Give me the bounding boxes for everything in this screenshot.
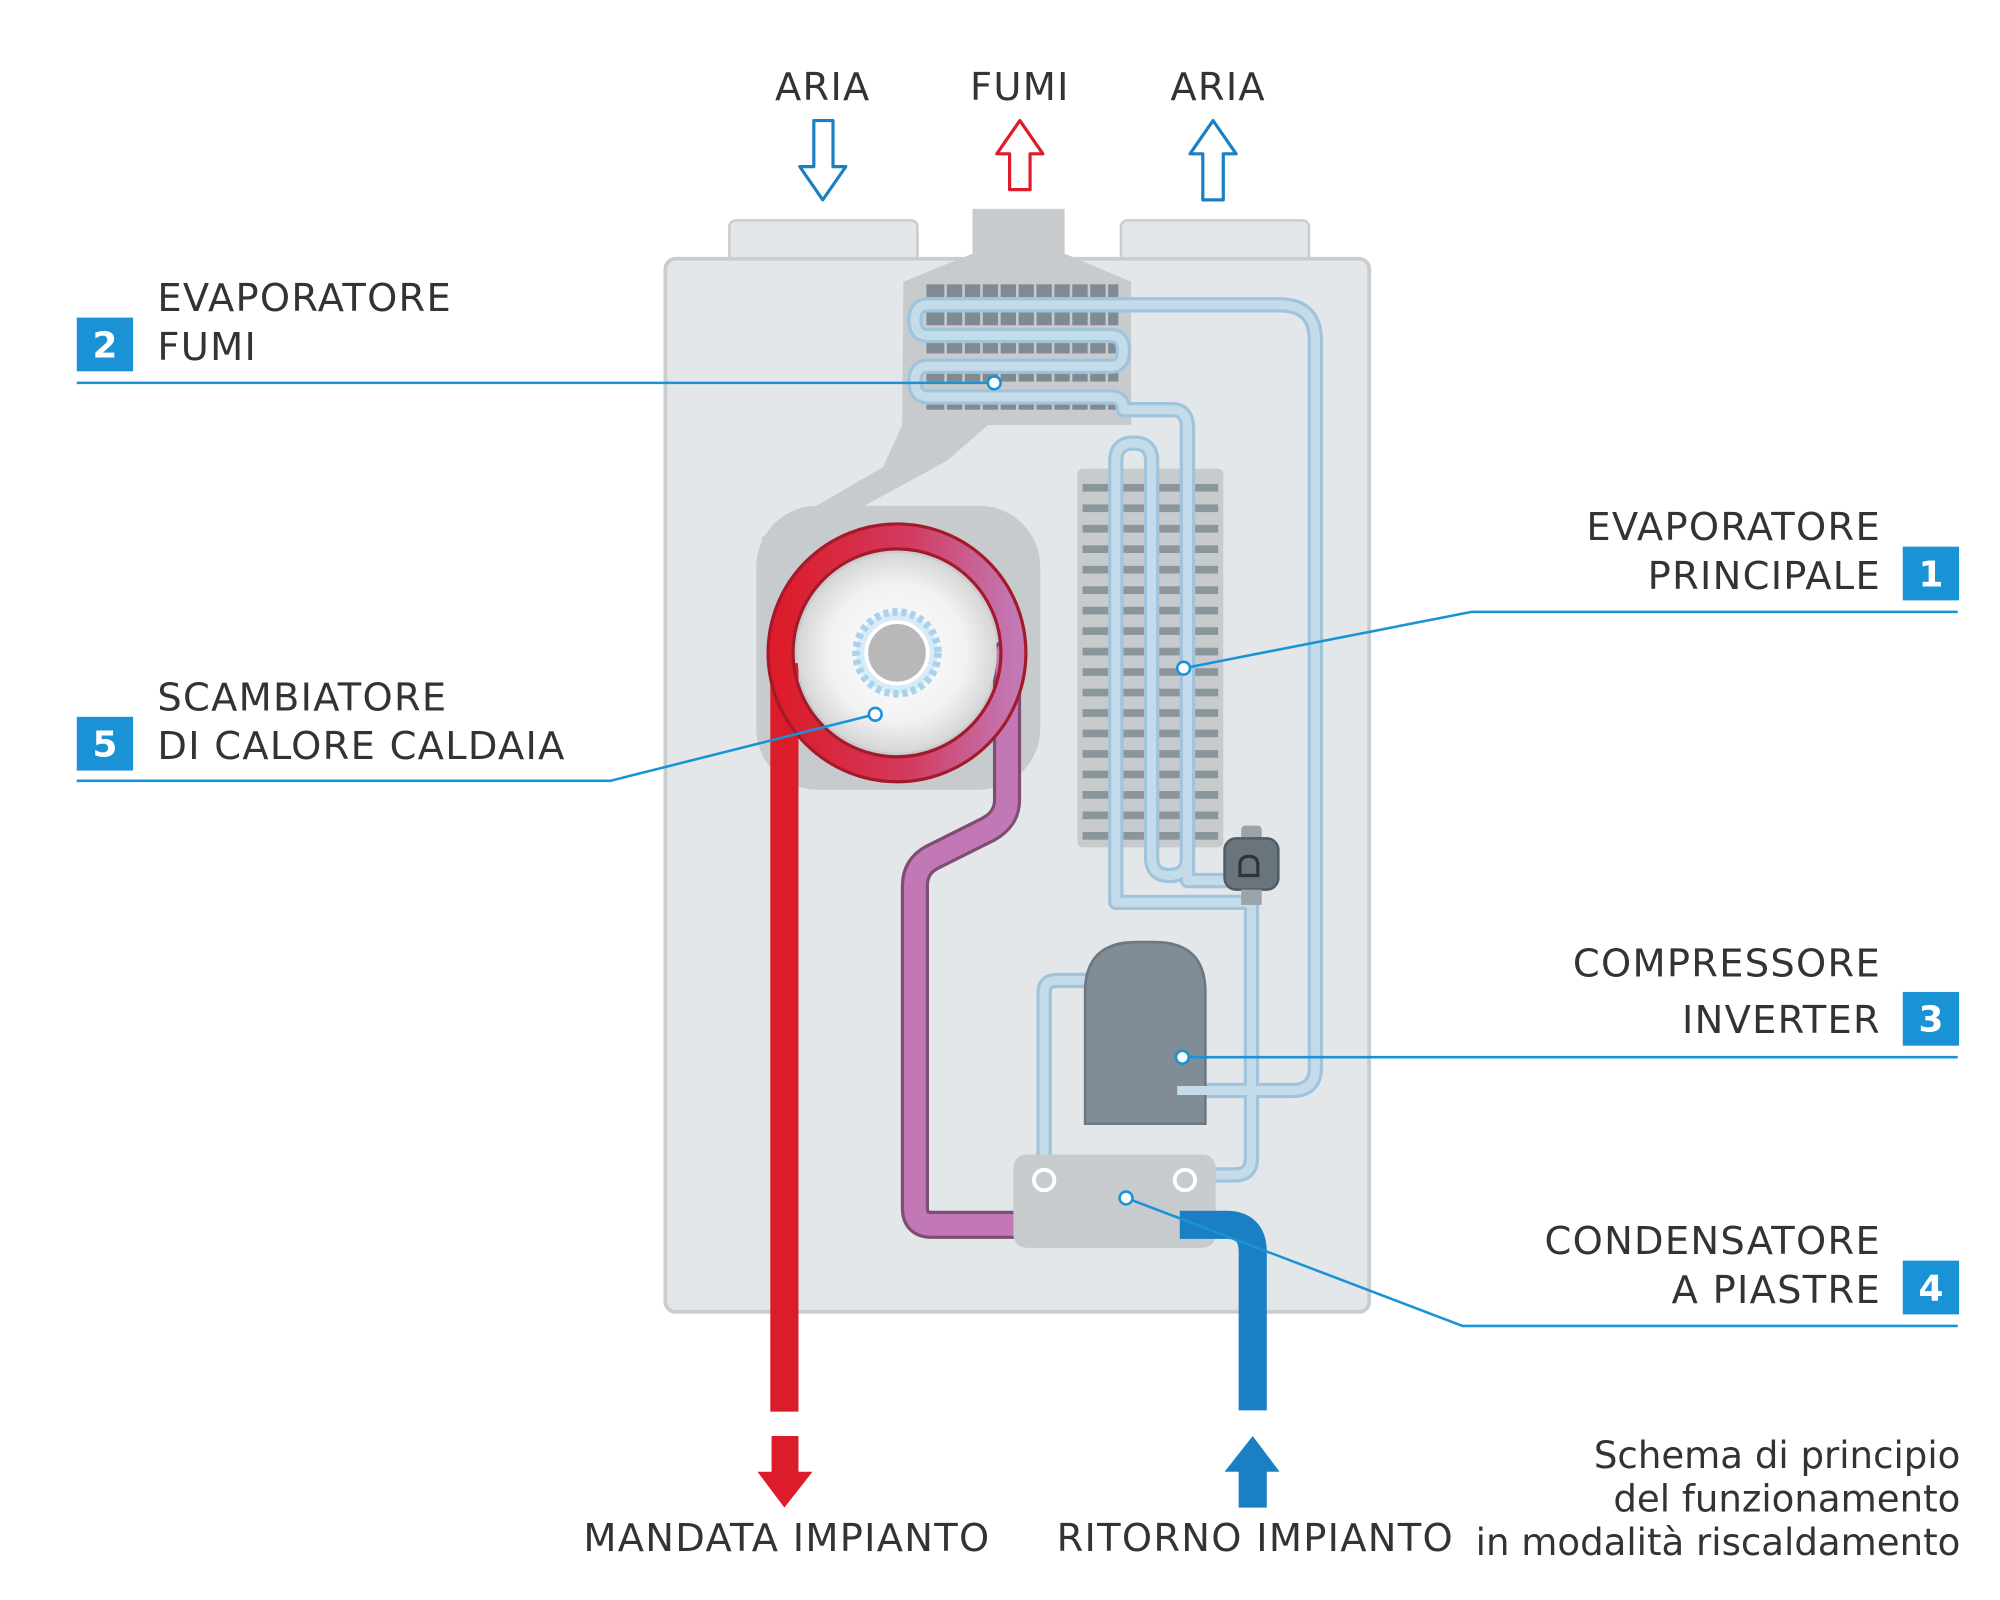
badge-3-number: 3 bbox=[1918, 1000, 1943, 1041]
badge-5-number: 5 bbox=[92, 724, 117, 765]
badge-1 bbox=[1902, 546, 1960, 601]
compressor bbox=[1083, 940, 1293, 1126]
flue-evaporator-body bbox=[761, 208, 1132, 656]
flue-evaporator-line2: FUMI bbox=[157, 325, 257, 370]
boiler-heat-exchanger bbox=[766, 522, 1028, 784]
leader-main-evaporator bbox=[1183, 610, 1958, 670]
return-label: RITORNO IMPIANTO bbox=[1057, 1516, 1454, 1561]
badge-2 bbox=[76, 317, 134, 372]
label-boiler-exchanger: 5 SCAMBIATORE DI CALORE CALDAIA bbox=[76, 675, 565, 771]
plate-condenser bbox=[1013, 1154, 1216, 1248]
air-in-label: ARIA bbox=[775, 65, 871, 110]
note-line-2: del funzionamento bbox=[1613, 1477, 1960, 1520]
condenser-line1: CONDENSATORE bbox=[1545, 1219, 1881, 1264]
condenser-line2: A PIASTRE bbox=[1672, 1268, 1881, 1313]
leader-condenser bbox=[1125, 1196, 1958, 1328]
flue-evaporator-line1: EVAPORATORE bbox=[157, 276, 452, 321]
leader-boiler-exchanger bbox=[76, 713, 876, 783]
main-evaporator-line1: EVAPORATORE bbox=[1586, 505, 1881, 550]
leader-lines bbox=[76, 381, 1958, 1328]
label-compressor: 3 COMPRESSORE INVERTER bbox=[1573, 942, 1960, 1046]
compressor-line2: INVERTER bbox=[1682, 998, 1881, 1043]
refrigerant-circuit bbox=[907, 297, 1324, 1183]
supply-label: MANDATA IMPIANTO bbox=[583, 1516, 990, 1561]
boiler-exchanger-line2: DI CALORE CALDAIA bbox=[157, 724, 565, 769]
air-in-arrow-icon bbox=[798, 118, 848, 202]
badge-3 bbox=[1902, 991, 1960, 1046]
note-line-3: in modalità riscaldamento bbox=[1476, 1521, 1961, 1564]
main-evaporator-line2: PRINCIPALE bbox=[1648, 554, 1881, 599]
badge-4-number: 4 bbox=[1918, 1268, 1943, 1309]
badge-2-number: 2 bbox=[92, 325, 117, 366]
compressor-line1: COMPRESSORE bbox=[1573, 942, 1881, 987]
return-pipe bbox=[1179, 1210, 1280, 1508]
note-line-1: Schema di principio bbox=[1594, 1434, 1960, 1477]
supply-arrow-icon bbox=[757, 1435, 813, 1508]
boiler-exchanger-line1: SCAMBIATORE bbox=[157, 675, 447, 720]
air-out-arrow-icon bbox=[1188, 118, 1238, 202]
air-out-label: ARIA bbox=[1170, 65, 1266, 110]
flue-out-arrow-icon bbox=[995, 118, 1045, 192]
flue-label: FUMI bbox=[970, 65, 1070, 110]
badge-1-number: 1 bbox=[1918, 554, 1943, 595]
label-flue-evaporator: 2 EVAPORATORE FUMI bbox=[76, 276, 452, 372]
leader-markers bbox=[867, 375, 1192, 1206]
label-condenser: 4 CONDENSATORE A PIASTRE bbox=[1545, 1219, 1960, 1315]
label-main-evaporator: 1 EVAPORATORE PRINCIPALE bbox=[1586, 505, 1960, 601]
expansion-valve-icon bbox=[1223, 825, 1280, 905]
mode-note: Schema di principio del funzionamento in… bbox=[1476, 1434, 1961, 1564]
supply-pipe bbox=[757, 663, 813, 1508]
badge-5 bbox=[76, 716, 134, 771]
return-arrow-icon bbox=[1224, 1435, 1280, 1508]
badge-4 bbox=[1902, 1260, 1960, 1315]
